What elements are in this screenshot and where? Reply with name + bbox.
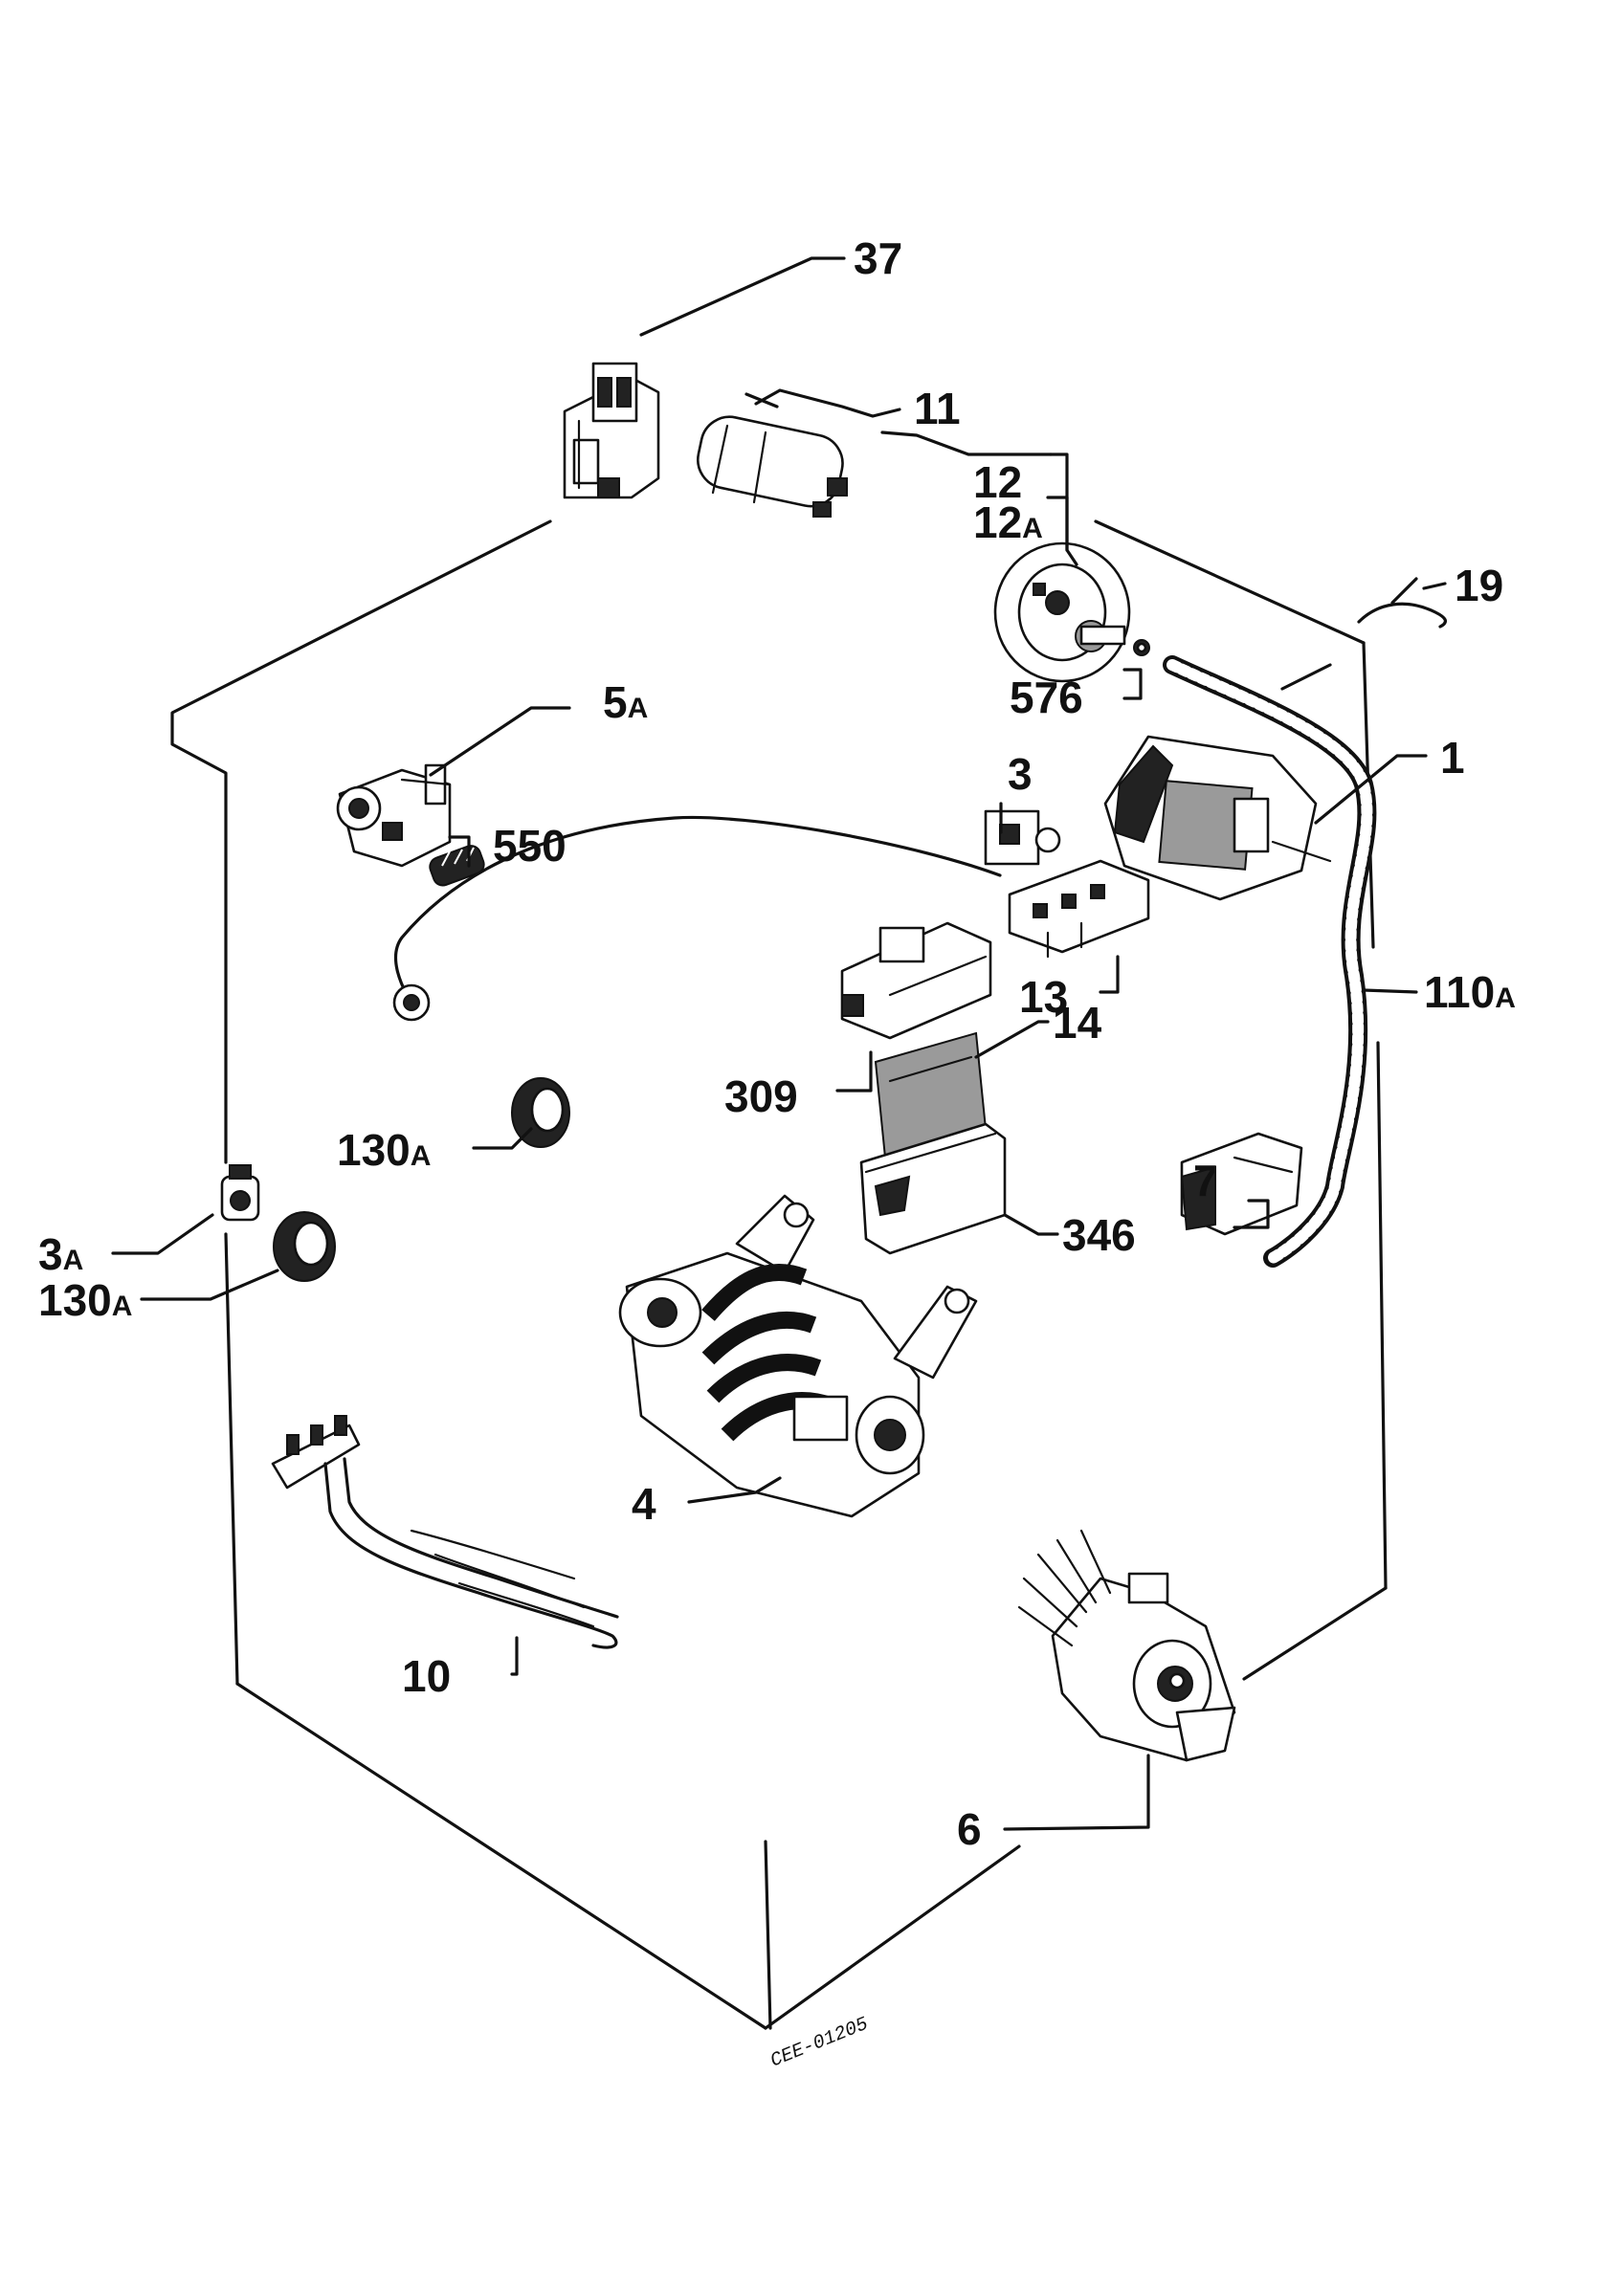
board-cover-part: [840, 921, 992, 1040]
label-3a: 3A: [38, 1229, 83, 1279]
label-4: 4: [632, 1479, 656, 1529]
label-7: 7: [1193, 1156, 1218, 1205]
cable: [392, 815, 1002, 1022]
door-interlock-part: [563, 362, 660, 499]
selector-switch-part: [1008, 859, 1150, 959]
switch-part: [984, 809, 1061, 866]
pressure-switch-part: [993, 541, 1131, 683]
label-309: 309: [724, 1071, 798, 1121]
label-550: 550: [493, 821, 567, 871]
label-3: 3: [1008, 749, 1033, 799]
thermostat-part: [220, 1164, 260, 1222]
label-1: 1: [1440, 733, 1465, 783]
drum-motor-part: [618, 1194, 978, 1518]
hose-part: [1163, 655, 1377, 1268]
drain-pump-part: [1017, 1529, 1236, 1762]
board-box-part: [859, 1122, 1007, 1255]
label-11: 11: [914, 384, 961, 433]
label-10: 10: [402, 1651, 451, 1701]
drawing-code: CEE-01205: [767, 2014, 872, 2073]
label-346: 346: [1062, 1210, 1136, 1260]
label-5a: 5A: [603, 677, 648, 727]
label-14: 14: [1053, 998, 1102, 1048]
relay-part: [1180, 1132, 1303, 1236]
leader-lines: [111, 256, 1447, 1831]
label-110a: 110A: [1424, 967, 1516, 1017]
grommet-upper-part: [511, 1077, 570, 1148]
label-6: 6: [957, 1804, 982, 1854]
label-130a-lower: 130A: [38, 1275, 132, 1325]
suppressor-part: [336, 763, 452, 868]
label-130a-upper: 130A: [337, 1125, 431, 1175]
label-12a: 12A: [973, 497, 1043, 547]
part-labels: 37 11 12 12A 19 576 5A 1 3 550 13 110A 1…: [38, 233, 1516, 1854]
capacitor-part: [697, 415, 848, 518]
label-19: 19: [1455, 561, 1503, 610]
cabinet-outline: [170, 519, 1388, 2030]
label-37: 37: [854, 233, 902, 283]
label-13: 13: [1019, 972, 1068, 1022]
nipple-part: [1133, 639, 1150, 656]
label-12: 12: [973, 457, 1022, 507]
programmer-timer-part: [1103, 735, 1332, 901]
grommet-lower-part: [273, 1211, 336, 1282]
label-576: 576: [1010, 673, 1083, 722]
clip-part: [1357, 577, 1448, 629]
heating-element-part: [271, 1415, 619, 1649]
